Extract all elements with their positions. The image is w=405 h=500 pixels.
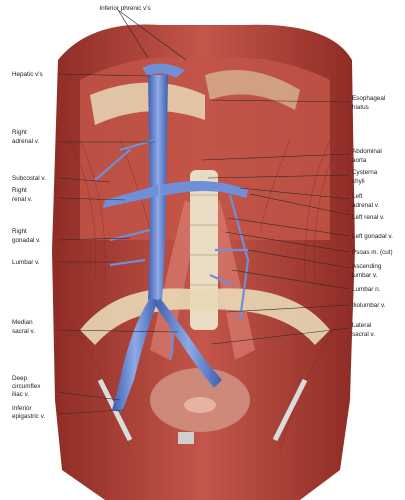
label-abdominal-aorta: Abdominal (352, 148, 382, 155)
label-lateral-sacral: sacral v. (352, 331, 375, 338)
label-hepatic: Hepatic v's (12, 71, 43, 78)
label-median-sacral: Median (12, 319, 33, 326)
label-subcostal: Subcostal v. (12, 175, 46, 182)
label-esophageal-hiatus: Esophageal (352, 95, 385, 102)
label-cysterna-chyli: chyli (352, 178, 365, 185)
venous-system (94, 63, 250, 412)
label-iliolumbar: Iliolumbar v. (352, 302, 386, 309)
label-deep-circumflex: circumflex (12, 383, 41, 390)
label-right-renal: renal v. (12, 196, 32, 203)
label-inferior-phrenic: Inferior phrenic v's (99, 5, 150, 12)
label-inferior-epigastric: epigastric v. (12, 413, 45, 420)
label-ascending-lumbar: Ascending (352, 263, 382, 270)
label-esophageal-hiatus: hiatus (352, 104, 369, 111)
label-median-sacral: sacral v. (12, 328, 35, 335)
label-left-gonadal: Left gonadal v. (352, 233, 393, 240)
label-right-adrenal: Right (12, 129, 27, 136)
label-ascending-lumbar: lumbar v. (352, 272, 378, 279)
leader-lines (57, 9, 351, 415)
label-deep-circumflex: iliac v. (12, 391, 29, 398)
label-right-gonadal: gonadal v. (12, 237, 41, 244)
label-cysterna-chyli: Cysterna (352, 169, 378, 176)
label-left-adrenal: adrenal v. (352, 202, 379, 209)
label-right-adrenal: adrenal v. (12, 138, 39, 145)
label-abdominal-aorta: aorta (352, 157, 367, 164)
label-right-gonadal: Right (12, 228, 27, 235)
label-left-renal: Left renal v. (352, 214, 385, 221)
labels: Inferior phrenic v's Hepatic v's Right a… (12, 5, 393, 420)
label-lumbar-n: Lumbar n. (352, 286, 381, 293)
label-right-renal: Right (12, 187, 27, 194)
label-deep-circumflex: Deep (12, 375, 28, 382)
label-psoas: Psoas m. (cut) (352, 249, 393, 256)
label-inferior-epigastric: Inferior (12, 405, 32, 412)
label-left-adrenal: Left (352, 193, 363, 200)
label-lumbar-v: Lumbar v. (12, 259, 40, 266)
label-lateral-sacral: Lateral (352, 322, 371, 329)
